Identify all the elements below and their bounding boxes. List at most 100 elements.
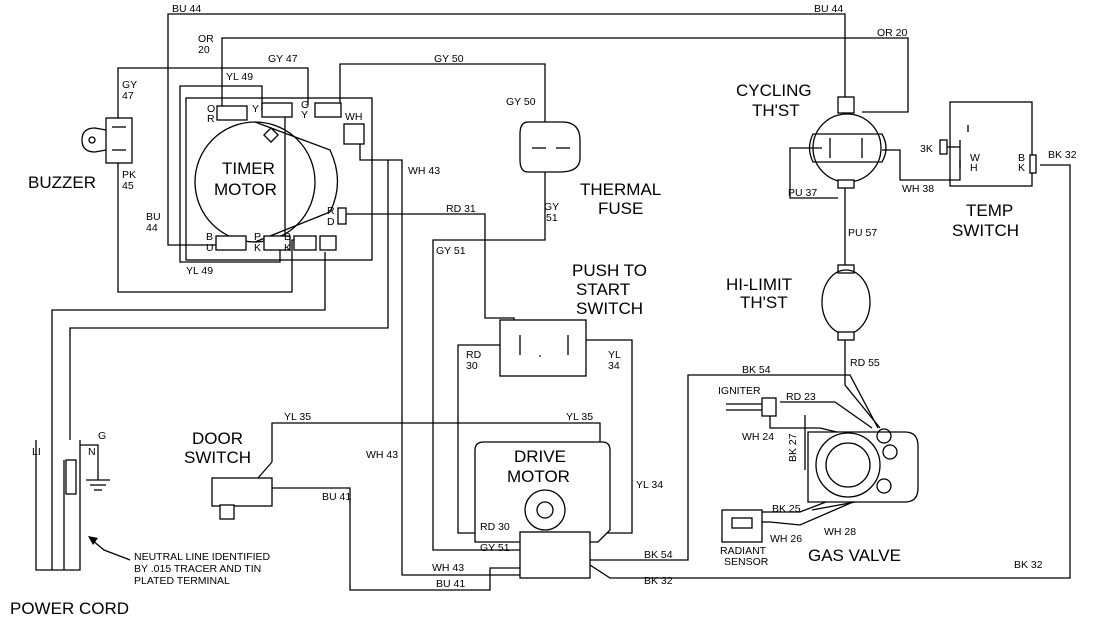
cycling-body — [812, 113, 882, 183]
wire-gy47 — [117, 67, 309, 125]
wl-gy51-b: GY 51 — [480, 542, 510, 554]
neutral-note-2: BY .015 TRACER AND TIN — [134, 563, 261, 575]
term-bu-u: U — [206, 242, 214, 254]
wl-pk45-1: PK — [122, 169, 136, 181]
wl-bk54-b: BK 54 — [644, 549, 673, 561]
term-wh: WH — [345, 111, 363, 123]
cord-terminal-n — [65, 459, 77, 495]
wl-3k: 3K — [920, 143, 933, 155]
buzzer: BUZZER — [28, 117, 133, 192]
thermal-fuse: THERMAL FUSE — [519, 121, 661, 218]
neutral-pointer — [91, 539, 131, 561]
push-dot — [539, 355, 541, 357]
terminal-bu — [215, 235, 247, 251]
terminal-gy — [314, 102, 342, 118]
term-pk-k: K — [254, 242, 261, 254]
neutral-note-1: NEUTRAL LINE IDENTIFIED — [134, 551, 271, 563]
wl-yl34-t1: YL — [608, 349, 621, 361]
drive-motor-body — [474, 441, 611, 543]
wl-bu44-l2: 44 — [146, 222, 158, 234]
wire-bu41 — [290, 487, 520, 591]
buzzer-label: BUZZER — [28, 173, 96, 192]
wire-yl34 — [568, 339, 633, 534]
wire-or20 — [221, 37, 909, 113]
cycling-bottom-terminal — [837, 179, 855, 189]
door-switch: DOOR SWITCH — [184, 429, 290, 520]
wl-pk45-2: 45 — [122, 180, 134, 192]
door-label-2: SWITCH — [184, 448, 251, 467]
cycling-flange — [808, 133, 887, 163]
thermal-fuse-body — [519, 121, 581, 173]
wl-gy51-f1: GY — [544, 201, 559, 213]
wl-wh43-mid: WH 43 — [366, 449, 398, 461]
wl-bu44-tl: BU 44 — [172, 3, 201, 15]
wl-or20-r: OR 20 — [877, 27, 908, 39]
term-gy-g: G — [301, 99, 309, 111]
temp-bk-k: K — [1018, 162, 1025, 174]
wl-yl34-r: YL 34 — [636, 479, 663, 491]
wl-bk25: BK 25 — [772, 503, 801, 515]
wl-yl35-r: YL 35 — [566, 411, 593, 423]
wire-labels: BU 44 BU 44 OR 20 OR 20 GY 47 GY 47 GY 5… — [122, 3, 1077, 590]
gas-valve-term-3 — [876, 478, 892, 494]
term-pk-p: P — [254, 231, 261, 243]
wl-wh26: WH 26 — [770, 533, 802, 545]
wl-or20-l1: OR — [198, 33, 214, 45]
buzzer-hole — [88, 136, 96, 144]
igniter-label: IGNITER — [718, 385, 761, 397]
terminal-or — [216, 105, 248, 121]
hi-limit-body — [821, 269, 871, 335]
cycling-label-2: TH'ST — [752, 101, 800, 120]
gas-valve-term-1 — [876, 428, 892, 444]
igniter-plug — [761, 397, 777, 417]
buzzer-body — [105, 117, 133, 164]
wl-wh24: WH 24 — [742, 431, 774, 443]
wire-yl35 — [271, 422, 601, 462]
wire-rd31 — [343, 213, 515, 340]
temp-switch-label-2: SWITCH — [952, 221, 1019, 240]
term-or-o: O — [207, 103, 215, 115]
wire-bk32 — [589, 164, 1071, 579]
hi-limit-label-1: HI-LIMIT — [726, 275, 792, 294]
drive-label-1: DRIVE — [514, 447, 566, 466]
wire-power-l1 — [51, 252, 326, 440]
wl-yl34-t2: 34 — [608, 360, 620, 372]
drive-label-2: MOTOR — [507, 467, 570, 486]
wl-bk32-temp: BK 32 — [1048, 149, 1077, 161]
gas-valve-coil-inner — [825, 442, 871, 488]
ground-wire — [80, 444, 99, 480]
timer-label-2: MOTOR — [214, 180, 277, 199]
radiant-label-2: SENSOR — [724, 556, 769, 568]
term-bk-b: B — [284, 231, 291, 243]
hi-limit-label-2: TH'ST — [740, 293, 788, 312]
wires — [51, 13, 1071, 591]
cord-g-label: G — [98, 430, 106, 442]
wl-wh38: WH 38 — [902, 183, 934, 195]
wl-wh28: WH 28 — [824, 526, 856, 538]
temp-switch-box — [949, 101, 1033, 187]
gas-valve-coil-outer — [815, 432, 881, 498]
door-switch-tab — [219, 504, 235, 520]
door-switch-body — [211, 477, 273, 507]
radiant-label-1: RADIANT — [720, 545, 767, 557]
drive-motor-shaft-inner — [536, 501, 554, 519]
temp-switch-label-1: TEMP — [966, 201, 1013, 220]
push-to-start-switch: PUSH TO START SWITCH — [499, 261, 647, 377]
gas-valve-term-2 — [882, 444, 898, 460]
push-label-2: START — [576, 280, 630, 299]
wire-cycling-loop — [789, 147, 838, 199]
gas-valve-label: GAS VALVE — [808, 546, 901, 565]
terminal-rd — [337, 207, 347, 225]
wire-rd23 — [780, 401, 873, 429]
wl-rd30-t2: 30 — [466, 360, 478, 372]
wl-rd31: RD 31 — [446, 203, 476, 215]
terminal-bk2 — [319, 235, 337, 251]
wl-wh43-b: WH 43 — [432, 562, 464, 574]
wl-yl49-bottom: YL 49 — [186, 265, 213, 277]
wl-rd23: RD 23 — [786, 391, 816, 403]
wire-gy51 — [432, 170, 546, 551]
timer-label-1: TIMER — [222, 159, 275, 178]
temp-bk-b: B — [1018, 152, 1025, 164]
radiant-sensor-window — [731, 517, 753, 529]
